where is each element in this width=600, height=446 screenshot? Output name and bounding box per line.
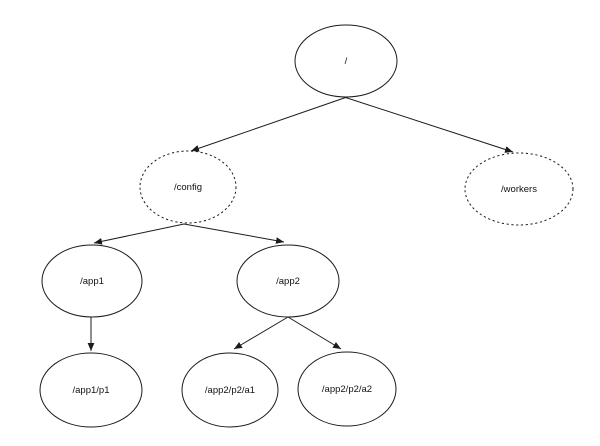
node-workers-label: /workers: [501, 184, 537, 195]
node-config-label: /config: [174, 182, 202, 193]
node-app2-p2-a1-ellipse: [181, 352, 279, 428]
node-app2-p2-a1-label: /app2/p2/a1: [205, 385, 255, 396]
node-app2-p2-a2-ellipse: [297, 351, 397, 427]
node-app2-p2-a2-label: /app2/p2/a2: [322, 384, 372, 395]
node-workers-ellipse: [464, 152, 574, 226]
edge-config-app2: [183, 223, 285, 244]
node-root: /: [294, 24, 398, 98]
node-app1-label: /app1: [80, 276, 104, 287]
node-app2-ellipse: [236, 244, 340, 318]
node-app1-p1-ellipse: [39, 352, 143, 428]
node-workers: /workers: [464, 152, 574, 226]
node-config-ellipse: [139, 150, 237, 224]
edge-app2-app2p2a1: [233, 316, 289, 350]
node-app1-ellipse: [41, 244, 143, 318]
node-app2-label: /app2: [276, 276, 300, 287]
node-app2-p2-a2: /app2/p2/a2: [297, 351, 397, 427]
node-app1-p1: /app1/p1: [39, 352, 143, 428]
edge-app2-app2p2a2: [287, 316, 342, 350]
edge-group: [87, 95, 514, 351]
node-app2-p2-a1: /app2/p2/a1: [181, 352, 279, 428]
node-app1-p1-label: /app1/p1: [73, 385, 110, 396]
node-app2: /app2: [236, 244, 340, 318]
node-root-label: /: [345, 56, 348, 67]
node-root-ellipse: [294, 24, 398, 98]
node-config: /config: [139, 150, 237, 224]
edge-root-workers: [340, 95, 514, 153]
edge-config-app1: [93, 223, 185, 245]
edge-root-config: [190, 95, 351, 152]
node-app1: /app1: [41, 244, 143, 318]
